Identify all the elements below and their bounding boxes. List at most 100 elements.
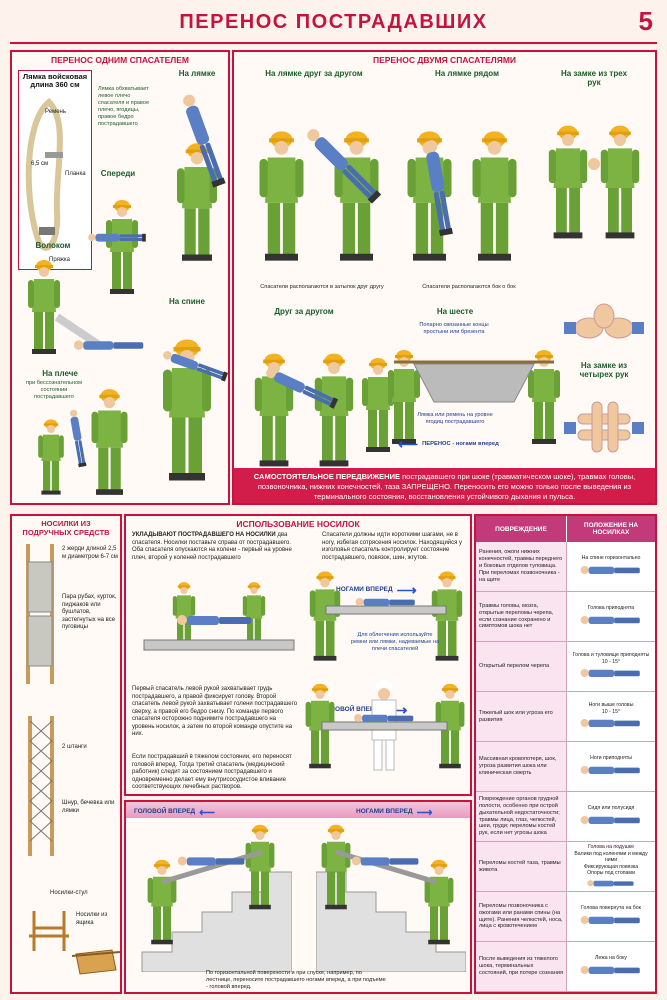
head-first-figure	[305, 680, 465, 771]
arrow-left-icon: ⟵	[398, 436, 419, 452]
text-lay-on-stretcher: УКЛАДЫВАЮТ ПОСТРАДАВШЕГО НА НОСИЛКИ два …	[132, 532, 302, 562]
lying-position-icon	[580, 615, 640, 624]
panel-one-rescuer: ПЕРЕНОС ОДНИМ СПАСАТЕЛЕМ Лямка войсковая…	[10, 50, 230, 505]
page-header: ПЕРЕНОС ПОСТРАДАВШИХ 5	[0, 0, 667, 44]
stairs-strip	[126, 802, 470, 818]
strap-side-figure	[407, 131, 517, 261]
table-row-damage: Массивная кровопотеря, шок, угроза разви…	[476, 742, 566, 792]
strap-diagram: Лямка войсковая длина 360 см Ремень 6,5 …	[18, 70, 92, 270]
back-carry-figure	[161, 339, 229, 481]
text-lay-body: два спасателя. Носилки поставьте справа …	[132, 532, 292, 561]
arrow-right-icon: ⟶	[396, 582, 417, 598]
panel-title: ПЕРЕНОС ОДНИМ СПАСАТЕЛЕМ	[50, 55, 189, 65]
four-hands-lock-icon	[564, 401, 644, 453]
text-lay-bold: УКЛАДЫВАЮТ ПОСТРАДАВШЕГО НА НОСИЛКИ	[132, 532, 276, 538]
stairs-down-figure	[316, 824, 466, 972]
lying-position-icon	[587, 879, 634, 886]
stairs-head-first: ГОЛОВОЙ ВПЕРЕД ⟵	[134, 806, 215, 819]
lying-position-icon	[580, 765, 640, 774]
label-cord: Шнур, бечевка или лямки	[62, 800, 115, 814]
label-shirts: Пара рубах, курток, пиджаков или бушлато…	[62, 594, 117, 630]
page-number: 5	[638, 6, 653, 36]
lying-position-icon	[580, 915, 640, 924]
feet-first-direction: НОГАМИ ВПЕРЕД ⟶	[336, 582, 417, 599]
buckle-label: Пряжка	[49, 257, 70, 263]
text-lift-instructions: Первый спасатель левой рукой захватывает…	[132, 686, 298, 737]
coat-stretcher-icon	[26, 544, 54, 684]
box-stretcher-icon	[72, 949, 120, 975]
label-shoulder: На плече	[42, 369, 78, 378]
label-two-bars: 2 штанги	[62, 744, 87, 750]
pole-carry-figure	[388, 350, 560, 444]
panel-improvised: НОСИЛКИ ИЗ ПОДРУЧНЫХ СРЕДСТВ 2 жерди дли…	[10, 514, 122, 994]
table-row-position: Голова повернута на бок	[566, 892, 655, 942]
panel-two-rescuers: ПЕРЕНОС ДВУМЯ СПАСАТЕЛЯМИ На лямке друг …	[232, 50, 657, 505]
table-row-damage: Травмы головы, мозга, открытые переломы …	[476, 592, 566, 642]
position-label: На спине горизонтально	[581, 555, 641, 562]
strap-label: Ремень	[45, 109, 66, 115]
position-angle: 10 - 15°	[601, 658, 621, 665]
pole-direction: ⟵ ПЕРЕНОС - ногами вперед	[398, 436, 499, 453]
strap-loop-icon	[25, 97, 63, 251]
strap-size-label: 6,5 см	[31, 161, 49, 167]
table-row-damage: Ранения, ожоги нижних конечностей, травм…	[476, 542, 566, 592]
label-drag: Волоком	[35, 241, 71, 250]
bar-stretcher-icon	[28, 716, 54, 856]
panel-title: НОСИЛКИ ИЗ ПОДРУЧНЫХ СРЕДСТВ	[22, 519, 110, 537]
label-poles: 2 жерди длиной 2,5 м диаметром 6-7 см	[62, 546, 118, 560]
table-row-position: Ноги приподняты	[566, 742, 655, 792]
note-pole-strap: Лямка или ремень на уровне ягодиц постра…	[417, 412, 493, 425]
table-row-damage: Тяжелый шок или угроза его развития	[476, 692, 566, 742]
table-row-position: Сидя или полусидя	[566, 792, 655, 842]
plate-label: Планка	[65, 171, 86, 177]
panel-stairs: ГОЛОВОЙ ВПЕРЕД ⟵ НОГАМИ ВПЕРЕД ⟶ По гори…	[124, 800, 472, 994]
label-on-strap: На лямке	[178, 69, 216, 78]
label-box: Носилки из ящика	[76, 912, 108, 926]
page-title: ПЕРЕНОС ПОСТРАДАВШИХ	[179, 10, 488, 33]
strap-note: Лямка обхватывает левое плечо спасателя …	[98, 86, 150, 127]
warning-text: пострадавшего при шоке (травматическом ш…	[257, 472, 636, 501]
strap-carry-figure	[177, 92, 226, 261]
shoulder-note: при бессознательном состоянии пострадавш…	[25, 380, 83, 400]
panel-position-table: ПОВРЕЖДЕНИЕ ПОЛОЖЕНИЕ НА НОСИЛКАХ Ранени…	[474, 514, 657, 994]
position-label: Голова повернута на бок	[581, 905, 641, 912]
lying-position-icon	[580, 815, 640, 824]
head-first-label: ГОЛОВОЙ ВПЕРЕД	[322, 706, 384, 714]
table-row-position: Лежа на боку	[566, 942, 655, 992]
position-label: Опоры под стопами	[587, 870, 635, 876]
lying-position-icon	[580, 565, 640, 574]
arrow-right-icon: ⟶	[416, 807, 433, 819]
chair-stretcher-icon	[29, 911, 69, 951]
position-label: Ноги выше головы	[588, 702, 634, 708]
stairs-note: По горизонтальной поверхности и при спус…	[206, 970, 386, 990]
shoulder-carry-figure	[38, 389, 128, 495]
label-strap-one-another: На лямке друг за другом	[265, 69, 363, 78]
table-row-damage: Переломы костей таза, травмы живота	[476, 842, 566, 892]
label-strap-side: На лямке рядом	[434, 69, 500, 78]
warning-bold: САМОСТОЯТЕЛЬНОЕ ПЕРЕДВИЖЕНИЕ	[253, 472, 400, 481]
table-header-damage: ПОВРЕЖДЕНИЕ	[476, 516, 566, 542]
label-one-after-another: Друг за другом	[274, 307, 334, 316]
table-row-position: На спине горизонтально	[566, 542, 655, 592]
position-label: Фиксирующая повязка	[583, 863, 639, 870]
table-header-position: ПОЛОЖЕНИЕ НА НОСИЛКАХ	[566, 516, 655, 542]
table-row-damage: Переломы позвоночника с ожогами или рана…	[476, 892, 566, 942]
note-one-another: Спасатели располагаются в затылок друг д…	[260, 284, 384, 290]
panel-stretcher-usage: ИСПОЛЬЗОВАНИЕ НОСИЛОК УКЛАДЫВАЮТ ПОСТРАД…	[124, 514, 472, 796]
three-hands-figure	[548, 125, 640, 239]
hand-lock-icon	[564, 303, 644, 339]
drag-figure	[28, 260, 144, 354]
table-row-damage: После выведения из тяжелого шока, термин…	[476, 942, 566, 992]
stairs-head-first-label: ГОЛОВОЙ ВПЕРЕД	[134, 808, 196, 816]
text-relief: Для облегчения используйте ремни или лям…	[350, 632, 440, 652]
position-label: Лежа на боку	[595, 955, 627, 962]
position-label: Валики под коленями и между ними	[574, 850, 648, 864]
label-front: Спереди	[100, 169, 136, 178]
table-row-damage: Открытый перелом черепа	[476, 642, 566, 692]
text-walking: Спасатели должны идти короткими шагами, …	[322, 532, 463, 561]
position-label: Голова и туловище приподняты	[572, 652, 650, 658]
feet-first-figure	[309, 571, 463, 661]
stairs-up-figure	[141, 824, 292, 972]
